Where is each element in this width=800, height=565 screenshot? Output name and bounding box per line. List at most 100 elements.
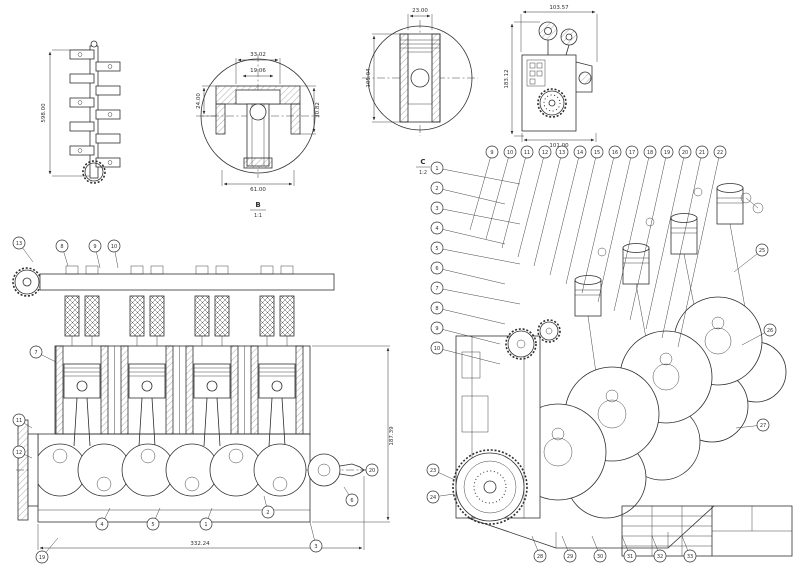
leader-line — [501, 151, 528, 249]
leader-line — [436, 327, 501, 345]
dim-pump-bottom: 101.00 — [549, 143, 569, 149]
callout-number: 14 — [577, 150, 583, 156]
callout-number: 10 — [434, 346, 440, 352]
callout-balloon — [430, 221, 444, 235]
callout-balloon — [107, 239, 121, 253]
callout-balloon — [35, 550, 49, 564]
dim-engine-height: 187.39 — [389, 426, 395, 446]
callout-balloon — [643, 145, 657, 159]
callout-balloon — [695, 145, 709, 159]
dim-engine-length: 332.24 — [190, 541, 210, 547]
camshaft-gear-icon — [12, 267, 42, 297]
leader-line — [436, 247, 521, 265]
callout-balloon — [426, 490, 440, 504]
callout-number: 8 — [435, 306, 438, 312]
leader-line — [436, 227, 506, 245]
callout-number: 17 — [629, 150, 635, 156]
leader-line — [629, 151, 668, 321]
leader-line — [436, 307, 506, 325]
callout-balloon — [12, 236, 26, 250]
callout-number: 24 — [430, 495, 436, 501]
callout-number: 9 — [490, 150, 493, 156]
callout-number: 5 — [151, 522, 154, 528]
callout-balloon — [88, 239, 102, 253]
section-c-scale: 1:2 — [419, 170, 427, 176]
view-section-b: 33.02 19.06 24.00 30.82 61.00 B 1:1 — [196, 52, 321, 219]
callout-number: 10 — [507, 150, 513, 156]
idler-gear-icon — [537, 319, 561, 343]
callout-balloon — [763, 323, 777, 337]
callout-balloon — [309, 539, 323, 553]
callout-balloon — [533, 549, 547, 563]
callout-number: 12 — [16, 450, 22, 456]
callout-balloon — [608, 145, 622, 159]
callout-number: 20 — [682, 150, 688, 156]
callout-number: 9 — [93, 244, 96, 250]
callout-number: 19 — [39, 555, 45, 561]
callout-number: 18 — [647, 150, 653, 156]
leader-line — [436, 267, 506, 285]
callout-balloon — [593, 549, 607, 563]
callout-balloon — [430, 261, 444, 275]
view-engine-front: 332.24 187.39 — [12, 265, 395, 550]
callout-number: 13 — [559, 150, 565, 156]
callout-balloon — [653, 549, 667, 563]
callout-balloon — [625, 145, 639, 159]
callout-number: 13 — [16, 241, 22, 247]
callout-number: 5 — [435, 246, 438, 252]
leader-line — [581, 151, 616, 294]
leader-line — [565, 151, 598, 285]
callout-balloon — [555, 145, 569, 159]
callout-balloon — [485, 145, 499, 159]
pump-gear-icon — [537, 88, 567, 118]
callout-balloon — [713, 145, 727, 159]
callout-number: 12 — [542, 150, 548, 156]
leader-line — [549, 151, 581, 276]
dim-section-c-top: 23.00 — [412, 8, 428, 14]
leader-line — [485, 151, 511, 240]
callout-number: 29 — [567, 554, 573, 560]
callout-number: 33 — [687, 554, 693, 560]
leader-line — [533, 151, 563, 267]
dim-section-b-right: 30.82 — [315, 102, 321, 118]
callout-balloon — [430, 161, 444, 175]
callout-balloon — [95, 517, 109, 531]
callout-number: 31 — [627, 554, 633, 560]
callout-balloon — [755, 243, 769, 257]
leader-line — [469, 151, 493, 231]
callout-balloon — [430, 321, 444, 335]
callout-number: 6 — [435, 266, 438, 272]
callout-number: 4 — [100, 522, 103, 528]
callout-number: 10 — [111, 244, 117, 250]
callout-number: 2 — [435, 186, 438, 192]
callout-number: 3 — [435, 206, 438, 212]
crankshaft-gear-icon — [82, 160, 106, 184]
timing-gear-small-icon — [505, 328, 537, 360]
callout-balloon — [12, 445, 26, 459]
leader-line — [436, 207, 521, 225]
callout-number: 16 — [612, 150, 618, 156]
callout-number: 21 — [699, 150, 705, 156]
callout-balloon — [756, 418, 770, 432]
callout-balloon — [146, 517, 160, 531]
callout-number: 23 — [430, 468, 436, 474]
iso-pistons — [574, 183, 764, 431]
leader-line — [517, 151, 546, 258]
callout-balloon — [365, 463, 379, 477]
dim-section-b-mid: 19.06 — [250, 68, 266, 74]
callout-number: 25 — [759, 248, 765, 254]
section-b-label: B — [255, 201, 260, 209]
section-b-scale: 1:1 — [254, 213, 262, 219]
callout-balloon — [55, 239, 69, 253]
callout-balloon — [430, 201, 444, 215]
view-pump: 103.57 183.12 101.00 — [504, 5, 598, 149]
view-section-c: 23.00 105.04 C 1:2 — [362, 8, 478, 176]
dim-section-b-bottom: 61.00 — [250, 187, 266, 193]
callout-balloon — [12, 413, 26, 427]
callout-number: 1 — [204, 522, 207, 528]
callout-balloon — [345, 493, 359, 507]
view-engine-isometric — [452, 183, 787, 549]
callout-number: 3 — [314, 544, 317, 550]
piston-4 — [250, 345, 304, 447]
